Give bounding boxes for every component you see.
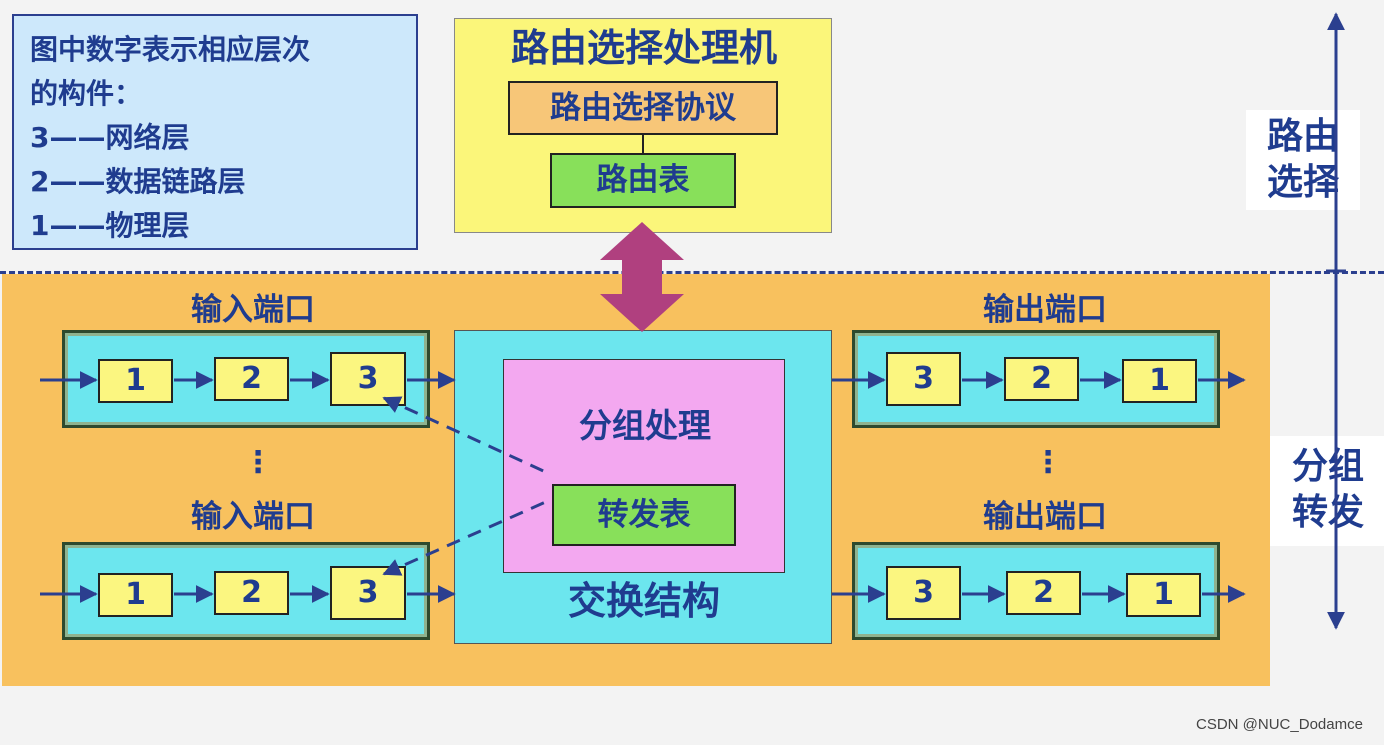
input-layer-box: 3 — [330, 352, 406, 406]
input-ellipsis: ⋮ — [243, 445, 273, 480]
legend-line-1: 图中数字表示相应层次 — [30, 33, 311, 66]
routing-label-line-2: 选择 — [1266, 162, 1339, 203]
legend-line-2: 的构件： — [30, 77, 143, 110]
forwarding-plane-label: 分组 转发 — [1270, 436, 1384, 546]
output-layer-box: 2 — [1004, 357, 1079, 401]
input-layer-box: 2 — [214, 357, 289, 401]
protocol-connector-line — [642, 135, 644, 155]
legend-line-4: 2——数据链路层 — [30, 165, 246, 198]
output-layer-box: 1 — [1122, 359, 1197, 403]
legend-box: 图中数字表示相应层次 的构件： 3——网络层 2——数据链路层 1——物理层 — [12, 14, 418, 250]
switch-fabric-title: 交换结构 — [567, 579, 720, 623]
output-layer-box: 3 — [886, 352, 961, 406]
output-port-label: 输出端口 — [983, 292, 1107, 328]
legend-line-5: 1——物理层 — [30, 209, 190, 242]
output-layer-box: 3 — [886, 566, 961, 620]
input-layer-box: 2 — [214, 571, 289, 615]
input-layer-box: 3 — [330, 566, 406, 620]
input-port-label: 输入端口 — [191, 499, 315, 535]
plane-divider-line — [0, 271, 1384, 274]
routing-protocol-box: 路由选择协议 — [508, 81, 778, 135]
watermark-text: CSDN @NUC_Dodamce — [1196, 716, 1363, 733]
input-layer-box: 1 — [98, 573, 173, 617]
output-port-label: 输出端口 — [983, 499, 1107, 535]
output-layer-box: 2 — [1006, 571, 1081, 615]
switch-fabric: 分组处理 转发表 交换结构 — [454, 330, 832, 644]
routing-label-line-1: 路由 — [1266, 116, 1339, 157]
output-ellipsis: ⋮ — [1033, 445, 1063, 480]
routing-processor-title: 路由选择处理机 — [510, 26, 777, 70]
input-layer-box: 1 — [98, 359, 173, 403]
routing-processor: 路由选择处理机 路由选择协议 路由表 — [454, 18, 832, 233]
packet-processing-title: 分组处理 — [579, 406, 711, 445]
forwarding-label-line-2: 转发 — [1291, 492, 1364, 533]
routing-plane-label: 路由 选择 — [1246, 110, 1360, 210]
packet-processing-box: 分组处理 转发表 — [503, 359, 785, 573]
forwarding-label-line-1: 分组 — [1291, 446, 1364, 487]
output-layer-box: 1 — [1126, 573, 1201, 617]
routing-table-box: 路由表 — [550, 153, 736, 208]
input-port-label: 输入端口 — [191, 292, 315, 328]
legend-line-3: 3——网络层 — [30, 121, 190, 154]
forwarding-table-box: 转发表 — [552, 484, 736, 546]
